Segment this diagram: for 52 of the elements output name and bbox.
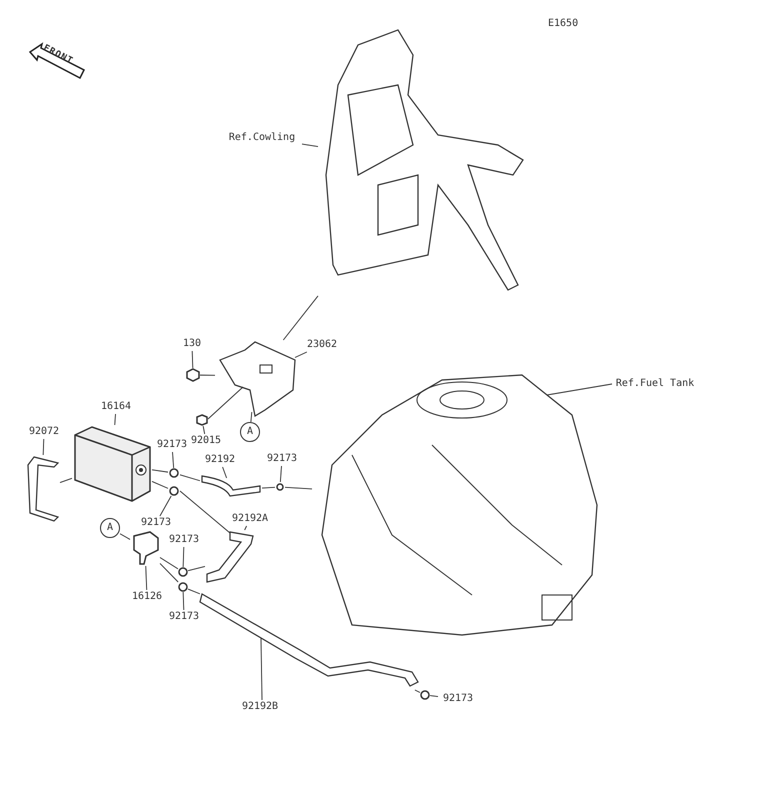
figure-code: E1650 (548, 18, 578, 29)
assembly-line (60, 478, 72, 484)
assembly-line (180, 474, 200, 482)
part-label: Ref.Cowling (222, 131, 302, 145)
part-label: 92173 (136, 516, 176, 530)
leader-line (182, 592, 184, 610)
leader-line (294, 352, 308, 358)
assembly-line (152, 469, 168, 473)
assembly-line (200, 374, 216, 376)
assembly-line (414, 690, 420, 693)
part-label: 92192A (225, 512, 275, 526)
assembly-line (188, 566, 206, 572)
leader-line (430, 695, 438, 698)
part-label: 92173 (164, 610, 204, 624)
leader-line (182, 546, 184, 568)
part-label: 92173 (164, 533, 204, 547)
part-label: Ref.Fuel Tank (612, 377, 698, 391)
part-label: 92192 (200, 453, 240, 467)
leader-line (192, 350, 194, 368)
assembly-line (152, 480, 168, 489)
assembly-line (160, 557, 178, 570)
leader-line (120, 533, 130, 540)
leader-line (250, 412, 252, 422)
part-label: 92173 (262, 452, 302, 466)
leader-line (546, 384, 612, 396)
assembly-line (284, 486, 312, 490)
reference-circle: A (240, 422, 260, 442)
leader-line (145, 566, 148, 590)
assembly-line (188, 588, 200, 594)
assembly-line (180, 490, 230, 534)
reference-circle: A (100, 518, 120, 538)
part-label: 16164 (96, 400, 136, 414)
part-label: 92173 (438, 692, 478, 706)
leader-line (114, 414, 116, 426)
assembly-line (282, 296, 318, 340)
part-label: 16126 (127, 590, 167, 604)
leader-line (302, 144, 318, 147)
assembly-line (262, 486, 276, 489)
leader-line (280, 466, 282, 482)
part-label: 92072 (24, 425, 64, 439)
part-label: 130 (180, 337, 204, 351)
part-label: 92192B (235, 700, 285, 714)
leader-line (244, 526, 248, 530)
leader-line (160, 496, 172, 516)
part-label: 23062 (302, 338, 342, 352)
leader-line (222, 466, 228, 478)
leader-line (202, 426, 206, 434)
assembly-line (160, 562, 179, 582)
assembly-line (208, 386, 244, 420)
leader-line (42, 438, 44, 456)
leader-line (260, 638, 262, 700)
leader-line (172, 452, 174, 468)
